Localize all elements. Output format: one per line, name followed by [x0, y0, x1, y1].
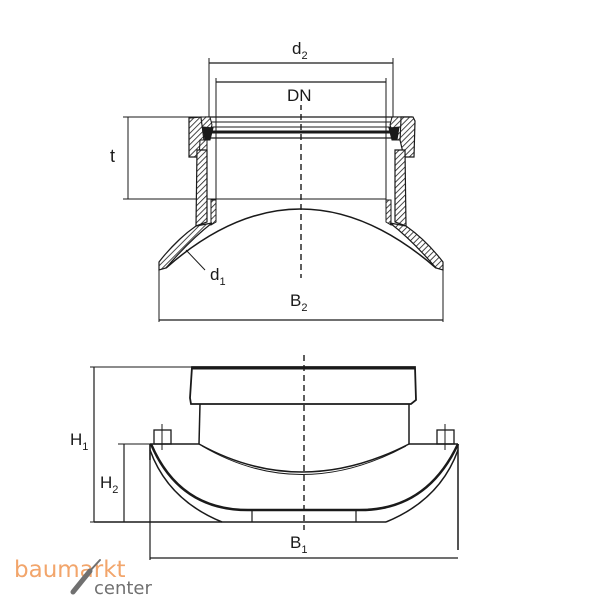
label-dn: DN — [287, 86, 312, 105]
logo-text-baumarkt: baumarkt — [14, 557, 126, 583]
label-t: t — [110, 146, 115, 166]
bottom-side-view — [90, 355, 460, 560]
label-b2: B2 — [290, 291, 307, 314]
brand-logo: baumarkt center — [14, 557, 153, 599]
label-d2: d2 — [292, 39, 308, 62]
label-h1: H1 — [70, 430, 88, 453]
pipe-cap — [189, 366, 417, 405]
logo-text-center: center — [94, 578, 153, 599]
label-b1: B1 — [290, 533, 307, 556]
screwdriver-icon — [70, 559, 101, 595]
top-section-view — [123, 58, 444, 322]
label-d1: d1 — [210, 265, 226, 288]
d1-leader-line — [185, 249, 206, 271]
label-h2: H2 — [100, 473, 118, 496]
